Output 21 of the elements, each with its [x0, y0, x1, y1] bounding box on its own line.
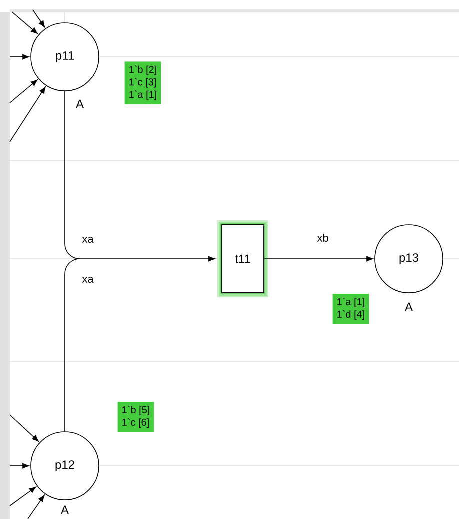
type-label: A [76, 100, 84, 108]
edge-label: xa [81, 236, 95, 244]
arrow [10, 463, 30, 469]
arrow [264, 256, 374, 262]
transition-box: t11 [218, 220, 268, 298]
arrow [10, 486, 36, 506]
arrow [10, 414, 39, 442]
arrow [32, 10, 46, 28]
type-label: A [405, 302, 413, 312]
edge-label: xa [81, 276, 95, 284]
arrow [10, 80, 38, 104]
arrow [10, 54, 30, 60]
arrow [12, 12, 38, 34]
type-label: A [61, 506, 69, 514]
arrow [10, 86, 46, 142]
arrow [28, 495, 45, 519]
edge-label: xb [316, 232, 330, 244]
marking-box: 1`b [2] 1`c [3] 1`a [1] [124, 62, 162, 104]
marking-box: 1`a [1] 1`d [4] [332, 294, 370, 324]
marking-box: 1`b [5] 1`c [6] [118, 402, 154, 432]
arrow [64, 91, 216, 432]
